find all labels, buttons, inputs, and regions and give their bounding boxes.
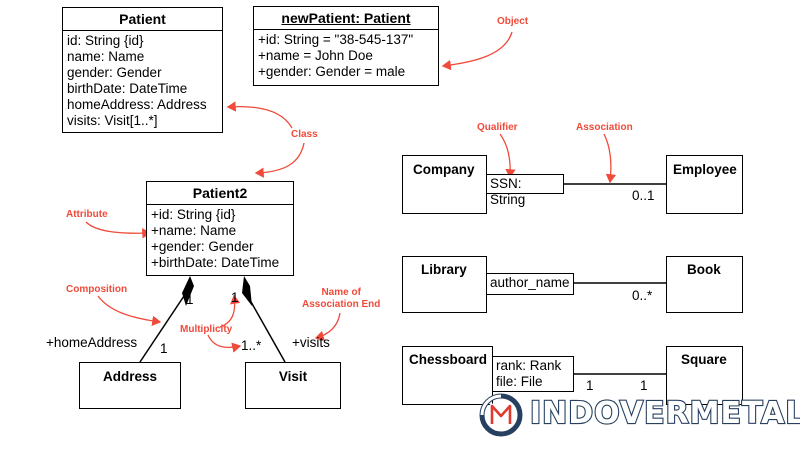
qualifier-attribute: author_name (490, 275, 570, 290)
role-label-home-address: +homeAddress (46, 335, 138, 350)
qualifier-chessboard: rank: Rank file: File (492, 356, 574, 392)
arrow-name-of-association-end (314, 312, 341, 341)
class-patient2-attributes: +id: String {id} +name: Name +gender: Ge… (147, 205, 293, 273)
class-company: Company (402, 155, 487, 214)
attribute: birthDate: DateTime (67, 81, 188, 96)
qualifier-company: SSN: String (486, 174, 564, 207)
class-visit: Visit (245, 362, 341, 409)
m-logo-icon (479, 393, 523, 437)
composition-line-address (139, 292, 187, 363)
annotation-multiplicity: Multiplicity (180, 324, 233, 335)
annotation-qualifier: Qualifier (477, 122, 518, 133)
annotation-class: Class (291, 129, 318, 140)
class-library: Library (402, 256, 487, 313)
class-patient-title: Patient (63, 8, 222, 31)
multiplicity-label: 0..* (632, 288, 653, 303)
attribute: +gender: Gender (151, 239, 254, 254)
class-patient-attributes: id: String {id} name: Name gender: Gende… (63, 31, 222, 131)
attribute: name: Name (67, 49, 145, 64)
class-book-title: Book (687, 262, 721, 277)
object-new-patient-title: newPatient: Patient (254, 7, 438, 30)
attribute: homeAddress: Address (67, 97, 207, 112)
logo-wordmark: INDOVERMETAL (529, 395, 800, 432)
class-employee: Employee (666, 155, 743, 214)
arrow-association (603, 133, 617, 184)
attribute: +id: String = "38-545-137" (258, 32, 414, 47)
class-patient2: Patient2 +id: String {id} +name: Name +g… (146, 181, 294, 276)
attribute: id: String {id} (67, 33, 144, 48)
class-square: Square (666, 346, 743, 405)
class-visit-title: Visit (278, 369, 308, 384)
class-square-title: Square (681, 352, 727, 367)
annotation-attribute: Attribute (66, 209, 108, 220)
annotation-line: Association End (302, 299, 381, 310)
arrow-attribute (85, 221, 152, 239)
multiplicity-label: 1..* (241, 338, 262, 353)
role-label-visits: +visits (292, 335, 330, 350)
class-book: Book (666, 256, 743, 313)
attribute: +id: String {id} (151, 207, 236, 222)
annotation-name-of-association-end: Name of Association End (302, 287, 380, 311)
attribute: +gender: Gender = male (258, 64, 406, 79)
class-employee-title: Employee (673, 162, 737, 177)
multiplicity-label: 1 (186, 292, 194, 307)
indovermetal-logo: INDOVERMETAL (478, 392, 800, 438)
attribute: +name = John Doe (258, 48, 373, 63)
arrow-composition (97, 295, 162, 327)
arrow-class-top (226, 101, 293, 129)
multiplicity-label: 0..1 (632, 188, 655, 203)
qualifier-attribute: file: File (496, 374, 543, 389)
multiplicity-label: 1 (231, 290, 239, 305)
class-library-title: Library (421, 262, 467, 277)
attribute: gender: Gender (67, 65, 162, 80)
class-patient2-title: Patient2 (147, 182, 293, 205)
class-patient: Patient id: String {id} name: Name gende… (62, 7, 223, 133)
multiplicity-label: 1 (160, 341, 168, 356)
class-company-title: Company (413, 162, 475, 177)
qualifier-attribute: rank: Rank (496, 358, 562, 373)
attribute: visits: Visit[1..*] (67, 113, 158, 128)
class-chessboard: Chessboard (402, 346, 493, 405)
qualifier-library: author_name (486, 273, 574, 295)
annotation-association: Association (576, 122, 633, 133)
annotation-composition: Composition (66, 284, 128, 295)
object-new-patient: newPatient: Patient +id: String = "38-54… (253, 6, 439, 86)
object-new-patient-attributes: +id: String = "38-545-137" +name = John … (254, 30, 438, 82)
arrow-class-bottom (254, 142, 305, 178)
composition-line-visit (245, 292, 286, 363)
class-chessboard-title: Chessboard (409, 352, 488, 367)
multiplicity-label: 1 (586, 378, 594, 393)
multiplicity-label: 1 (640, 378, 648, 393)
composition-diamond-visit (242, 276, 252, 306)
arrow-multiplicity-up (219, 294, 241, 328)
attribute: +birthDate: DateTime (151, 255, 280, 270)
qualifier-attribute: SSN: String (490, 176, 526, 207)
annotation-line: Name of (321, 287, 361, 298)
arrow-object (441, 31, 513, 71)
class-address: Address (79, 362, 181, 409)
arrow-multiplicity-down (207, 334, 242, 353)
composition-diamond-address (182, 276, 194, 306)
class-address-title: Address (102, 369, 158, 384)
arrow-qualifier (499, 133, 516, 179)
annotation-object: Object (497, 16, 529, 27)
attribute: +name: Name (151, 223, 237, 238)
